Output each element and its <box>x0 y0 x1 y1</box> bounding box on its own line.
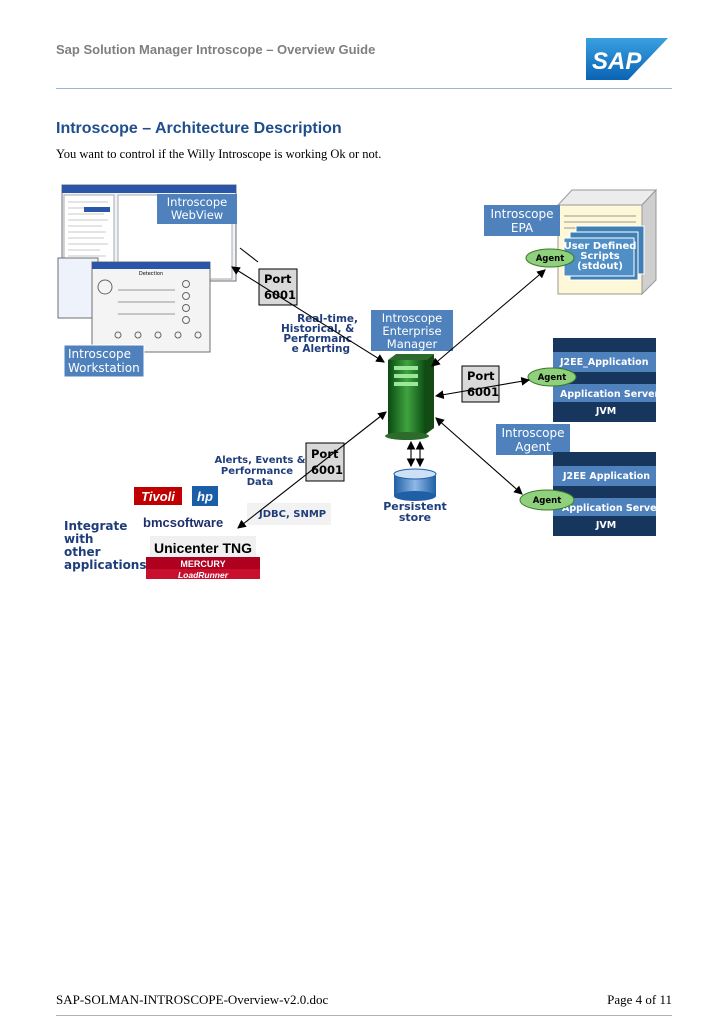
epa-label-box <box>484 205 560 236</box>
user-scripts-stack <box>563 225 645 281</box>
footer-page-number: Page 4 of 11 <box>607 992 672 1007</box>
j2ee-label-bottom: J2EE Application <box>562 471 650 482</box>
bmc-logo: bmcsoftware <box>143 515 223 530</box>
agent-label-epa: Agent <box>536 254 565 264</box>
header-divider <box>56 88 672 89</box>
jvm-label-top: JVM <box>595 406 616 417</box>
agent-bubble-epa <box>525 248 575 268</box>
persistent-store-icon <box>393 468 437 501</box>
loadrunner-logo <box>146 569 260 579</box>
agent-label-bottom: Agent <box>533 496 562 506</box>
footer-divider <box>56 1015 672 1016</box>
em-server-icon <box>385 354 434 440</box>
svg-text:Unicenter TNG: Unicenter TNG <box>154 540 252 556</box>
svg-text:SAP: SAP <box>592 48 642 75</box>
svg-text:LoadRunner: LoadRunner <box>178 570 229 580</box>
mercury-logo <box>146 557 260 569</box>
j2ee-label-top: J2EE_Application <box>559 357 649 368</box>
workstation-label-box <box>63 344 145 378</box>
svg-text:Tivoli: Tivoli <box>141 489 175 504</box>
svg-text:MERCURY: MERCURY <box>180 559 225 569</box>
footer-doc-name: SAP-SOLMAN-INTROSCOPE-Overview-v2.0.doc <box>56 992 329 1007</box>
hp-logo <box>192 486 218 506</box>
agent-label-top: Agent <box>538 373 567 383</box>
svg-text:hp: hp <box>197 489 213 504</box>
section-heading: Introscope – Architecture Description <box>56 120 342 137</box>
webview-label-box <box>157 194 237 224</box>
tivoli-logo <box>134 487 182 505</box>
app-server-label-bottom: Application Server <box>562 503 662 514</box>
connector-arrows <box>231 247 546 529</box>
sap-logo: SAP <box>586 38 668 80</box>
vendor-logos: Tivoli hp bmcsoftware Unicenter TNG MERC… <box>134 486 260 580</box>
jdbc-label: JDBC, SNMP <box>258 509 326 520</box>
header-title: Sap Solution Manager Introscope – Overvi… <box>56 42 376 57</box>
unicenter-logo <box>150 536 256 558</box>
intro-text: You want to control if the Willy Introsc… <box>56 147 382 161</box>
workstation-screenshot: Detection <box>57 257 211 353</box>
app-server-label-top: Application Server <box>560 389 660 400</box>
jvm-label-bottom: JVM <box>595 520 616 531</box>
agent-bubble-bottom <box>519 489 575 511</box>
svg-text:Detection: Detection <box>139 271 163 277</box>
